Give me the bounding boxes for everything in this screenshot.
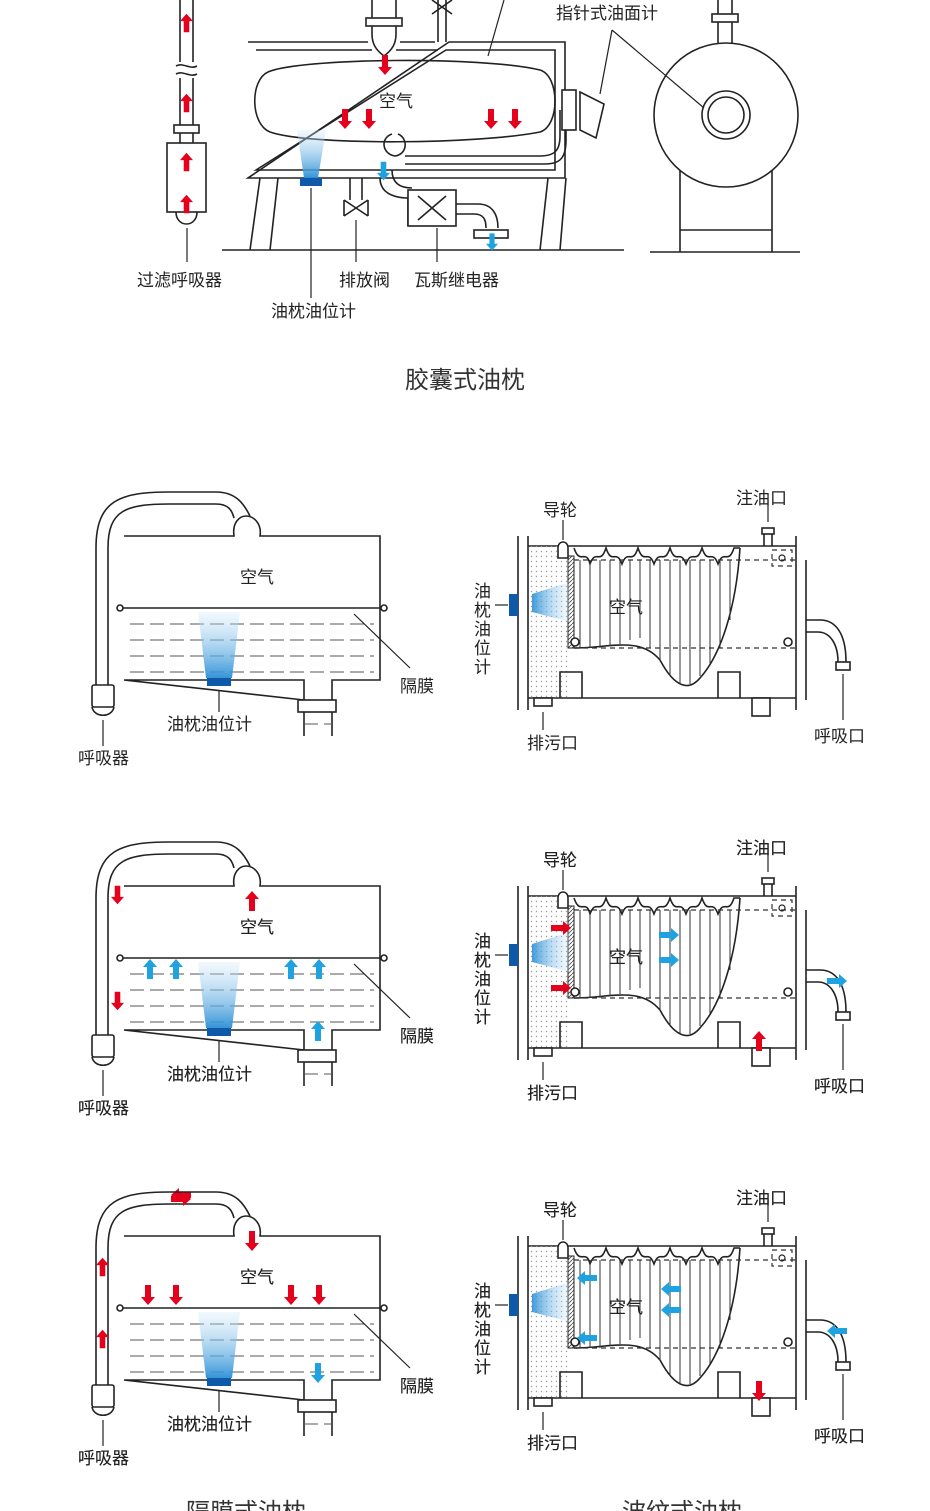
- diaphragm-air-label: 空气: [240, 918, 274, 938]
- bellows-conservator-2: 导轮注油口空气排污口呼吸口油枕油位计导轮注油口空气排污口呼吸口油枕油位计: [470, 839, 865, 1104]
- flow-arrow: [245, 891, 259, 911]
- bellows-air-label: 空气: [609, 948, 643, 968]
- diaphragm-label: 隔膜: [400, 677, 434, 697]
- flow-arrow: [827, 1324, 847, 1338]
- bellows-conservator-3: 导轮注油口空气排污口呼吸口油枕油位计导轮注油口空气排污口呼吸口油枕油位计: [470, 1189, 865, 1454]
- gas-relay-label: 瓦斯继电器: [414, 271, 499, 291]
- capsule-conservator-diagram: 空气: [137, 0, 800, 394]
- bellows-level-gauge-label: 油枕油位计: [470, 1282, 491, 1377]
- capsule-level-gauge-label: 油枕油位计: [271, 302, 356, 322]
- diaphragm-label: 隔膜: [400, 1377, 434, 1397]
- flow-arrow: [111, 991, 124, 1011]
- breather-label: 过滤呼吸器: [137, 271, 222, 291]
- bellows-air-label: 空气: [609, 948, 643, 968]
- flow-arrow: [111, 885, 124, 905]
- flow-arrow: [143, 959, 157, 979]
- flow-arrow: [96, 1329, 109, 1349]
- flow-arrow: [827, 974, 847, 988]
- capsule-caption: 胶囊式油枕: [405, 366, 525, 394]
- guide-wheel-label: 导轮: [543, 1201, 577, 1221]
- fill-port-label: 注油口: [736, 839, 787, 859]
- diaphragm-level-gauge-label: 油枕油位计: [167, 1415, 252, 1435]
- fill-port-label: 注油口: [736, 489, 787, 509]
- diaphragm-air-label: 空气: [240, 568, 274, 588]
- bellows-level-gauge-label: 油枕油位计: [470, 932, 491, 1027]
- drain-port-label: 排污口: [527, 1084, 578, 1104]
- flow-arrow: [245, 1231, 259, 1251]
- breath-port-label: 呼吸口: [814, 1077, 865, 1097]
- breath-port-label: 呼吸口: [814, 727, 865, 747]
- flow-arrow: [169, 1285, 183, 1305]
- bellows-level-gauge-label: 油枕油位计: [470, 582, 491, 677]
- bellows-level-gauge-label: 油枕油位计: [470, 932, 491, 1027]
- end-view-tank: [650, 0, 800, 253]
- diaphragm-breather-label: 呼吸器: [78, 1449, 129, 1469]
- flow-arrow: [661, 1282, 681, 1296]
- diaphragm-caption: 隔膜式油枕: [186, 1498, 306, 1511]
- guide-wheel-label: 导轮: [543, 1201, 577, 1221]
- breath-port-label: 呼吸口: [814, 1427, 865, 1447]
- diaphragm-level-gauge-label: 油枕油位计: [167, 1065, 252, 1085]
- guide-wheel-label: 导轮: [543, 851, 577, 871]
- diaphragm-breather-label: 呼吸器: [78, 1099, 129, 1119]
- guide-wheel-label: 导轮: [543, 851, 577, 871]
- filter-breather: [166, 0, 207, 262]
- drain-port-label: 排污口: [527, 734, 578, 754]
- diaphragm-air-label: 空气: [240, 1268, 274, 1288]
- diaphragm-air-label: 空气: [240, 918, 274, 938]
- flow-arrow: [169, 959, 183, 979]
- drain-port-label: 排污口: [527, 1434, 578, 1454]
- diaphragm-level-gauge-label: 油枕油位计: [167, 1415, 252, 1435]
- diaphragm-air-label: 空气: [240, 1268, 274, 1288]
- diaphragm-label: 隔膜: [400, 1027, 434, 1047]
- flow-arrow: [659, 928, 679, 942]
- capsule-level-gauge: [300, 178, 322, 186]
- bellows-caption: 波纹式油枕: [622, 1498, 742, 1511]
- flow-arrow: [284, 959, 298, 979]
- bellows-air-label: 空气: [609, 1298, 643, 1318]
- drain-valve-label: 排放阀: [339, 271, 390, 291]
- diaphragm-level-gauge-label: 油枕油位计: [167, 715, 252, 735]
- fill-port-label: 注油口: [736, 839, 787, 859]
- drain-port-label: 排污口: [527, 1084, 578, 1104]
- flow-arrow: [312, 959, 326, 979]
- diaphragm-level-gauge-label: 油枕油位计: [167, 1065, 252, 1085]
- flow-arrow: [96, 1257, 109, 1277]
- flow-arrow: [141, 1285, 155, 1305]
- diaphragm-breather-label: 呼吸器: [78, 749, 129, 769]
- capsule-air-label: 空气: [379, 92, 413, 112]
- bellows-air-label: 空气: [609, 598, 643, 618]
- diaphragm-label: 隔膜: [400, 1027, 434, 1047]
- drain-port-label: 排污口: [527, 1434, 578, 1454]
- flow-arrow: [312, 1285, 326, 1305]
- breath-port-label: 呼吸口: [814, 1077, 865, 1097]
- fill-port-label: 注油口: [736, 1189, 787, 1209]
- breath-port-label: 呼吸口: [814, 1427, 865, 1447]
- pointer-gauge-label: 指针式油面计: [556, 4, 658, 24]
- flow-arrow: [659, 953, 679, 967]
- flow-arrow: [311, 1021, 325, 1041]
- flow-arrow: [661, 1303, 681, 1317]
- flow-arrow: [284, 1285, 298, 1305]
- fill-port-label: 注油口: [736, 1189, 787, 1209]
- bellows-air-label: 空气: [609, 1298, 643, 1318]
- diaphragm-breather-label: 呼吸器: [78, 1449, 129, 1469]
- flow-arrow: [311, 1363, 325, 1383]
- diaphragm-breather-label: 呼吸器: [78, 1099, 129, 1119]
- diaphragm-label: 隔膜: [400, 1377, 434, 1397]
- bellows-level-gauge-label: 油枕油位计: [470, 1282, 491, 1377]
- guide-wheel-label: 导轮: [543, 501, 577, 521]
